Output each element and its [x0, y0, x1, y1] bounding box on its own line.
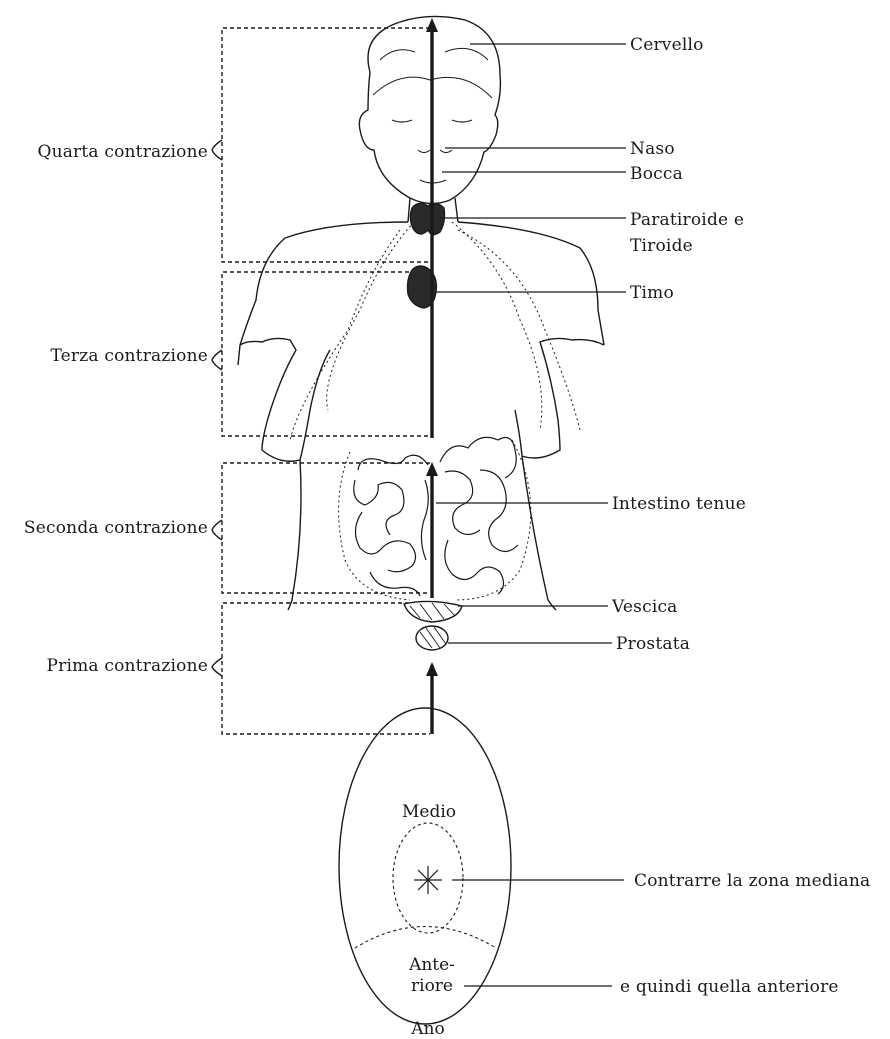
anus-label: Ano: [410, 1019, 444, 1039]
arrow-head-low: [426, 662, 438, 676]
organ-label-thyroid: Tiroide: [630, 236, 693, 256]
organ-label-thymus: Timo: [630, 283, 674, 303]
front-zone-label-1: Ante-: [408, 955, 455, 975]
brace-second: [212, 520, 222, 540]
stage-bracket-third: [222, 272, 430, 436]
stage-label-fourth: Quarta contrazione: [0, 142, 208, 162]
stage-label-first: Prima contrazione: [0, 656, 208, 676]
front-zone-label-2: riore: [411, 976, 453, 996]
perineum-oval: [339, 708, 624, 1024]
organ-label-bladder: Vescica: [612, 597, 678, 617]
middle-point-icon: [414, 866, 442, 894]
human-figure: [238, 16, 604, 610]
stage-bracket-fourth: [222, 28, 430, 262]
arrow-head-top: [426, 18, 438, 32]
brace-third: [212, 350, 222, 370]
thyroid-gland: [410, 203, 444, 234]
organ-label-small-intestine: Intestino tenue: [612, 494, 746, 514]
leader-lines: [436, 44, 626, 643]
organ-label-mouth: Bocca: [630, 164, 683, 184]
stage-bracket-second: [222, 463, 430, 593]
organ-label-nose: Naso: [630, 139, 675, 159]
middle-zone-label: Medio: [402, 802, 456, 822]
instruction-front: e quindi quella anteriore: [620, 977, 839, 997]
stage-label-third: Terza contrazione: [0, 346, 208, 366]
brace-first: [212, 658, 222, 676]
organ-label-parathyroid: Paratiroide e: [630, 210, 744, 230]
organ-label-prostate: Prostata: [616, 634, 690, 654]
brace-fourth: [212, 140, 222, 160]
prostate: [416, 626, 448, 650]
front-zone: [355, 927, 496, 949]
instruction-middle: Contrarre la zona mediana: [634, 871, 870, 891]
stage-label-second: Seconda contrazione: [0, 518, 208, 538]
stage-bracket-first: [222, 603, 430, 734]
bladder: [404, 601, 462, 622]
small-intestine: [354, 437, 518, 596]
organ-label-brain: Cervello: [630, 35, 704, 55]
